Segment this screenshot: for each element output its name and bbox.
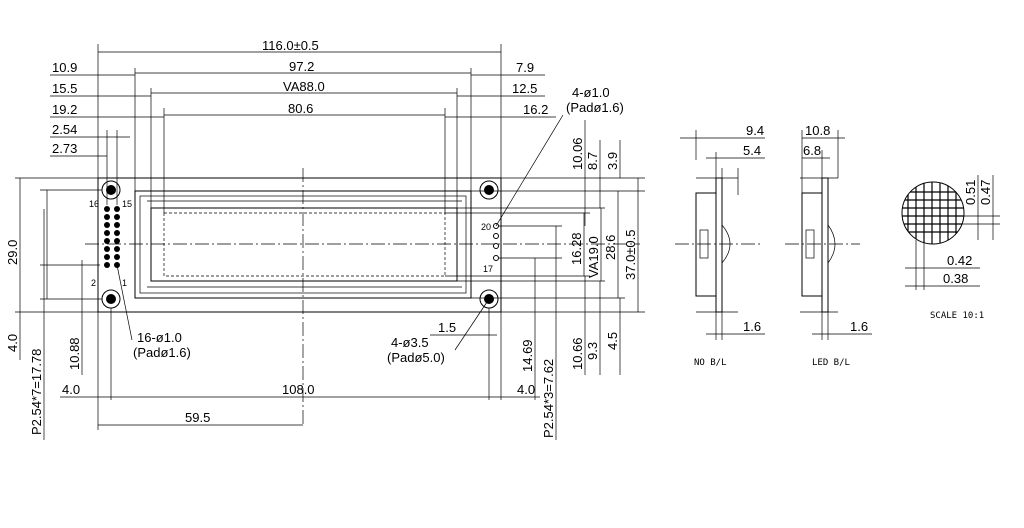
note-mount-pad: (Padø5.0) bbox=[387, 350, 445, 365]
active-area bbox=[163, 212, 446, 277]
pin-2-label: 2 bbox=[91, 278, 96, 288]
dim-top-10-06: 10.06 bbox=[570, 137, 585, 170]
pin-16-label: 16 bbox=[89, 199, 99, 209]
dim-dot-0-42: 0.42 bbox=[947, 253, 972, 268]
side-view-no-backlight: 9.4 5.4 1.6 NO B/L bbox=[675, 123, 765, 368]
dim-overall-width: 116.0±0.5 bbox=[262, 38, 319, 53]
dim-side-9-4: 9.4 bbox=[746, 123, 764, 138]
dim-bot-4-0-left: 4.0 bbox=[62, 382, 80, 397]
pcb-outline bbox=[97, 177, 502, 313]
dim-side-6-8: 6.8 bbox=[803, 143, 821, 158]
dim-left-15-5: 15.5 bbox=[52, 81, 77, 96]
note-pins-count: 16-ø1.0 bbox=[137, 330, 182, 345]
dim-right-7-9: 7.9 bbox=[516, 60, 534, 75]
dim-left-10-9: 10.9 bbox=[52, 60, 77, 75]
note-mount-count: 4-ø3.5 bbox=[391, 335, 429, 350]
dot-detail: 0.51 0.47 0.42 0.38 SCALE 10:1 bbox=[901, 175, 1000, 321]
dim-side-1-6-b: 1.6 bbox=[850, 319, 868, 334]
dim-aa-height: 16.28 bbox=[569, 232, 584, 265]
pad-17-label: 17 bbox=[483, 264, 493, 274]
dim-pitch-17-78: P2.54*7=17.78 bbox=[29, 349, 44, 435]
backlight-pads bbox=[493, 223, 499, 261]
side-view-led-backlight: 10.8 6.8 1.6 LED B/L bbox=[785, 123, 872, 368]
right-vertical-dimensions: 10.06 8.7 3.9 16.28 VA19.0 28.6 37.0±0.5… bbox=[445, 120, 645, 440]
note-pads-small-pad: (Padø1.6) bbox=[566, 100, 624, 115]
dim-hole-span: 108.0 bbox=[282, 382, 315, 397]
dim-height-37: 37.0±0.5 bbox=[623, 229, 638, 280]
dim-right-16-2: 16.2 bbox=[523, 102, 548, 117]
dim-left-2-73: 2.73 bbox=[52, 141, 77, 156]
pin-15-label: 15 bbox=[122, 199, 132, 209]
dim-height-28-6: 28.6 bbox=[603, 235, 618, 260]
dim-bot-10-88: 10.88 bbox=[67, 337, 82, 370]
dim-dot-0-47: 0.47 bbox=[978, 180, 993, 205]
dim-dot-0-51: 0.51 bbox=[963, 180, 978, 205]
pin-header-16 bbox=[104, 206, 120, 268]
dim-bot-9-3: 9.3 bbox=[585, 342, 600, 360]
dot-detail-circle bbox=[901, 181, 965, 245]
dim-top-8-7: 8.7 bbox=[585, 152, 600, 170]
dim-left-19-2: 19.2 bbox=[52, 102, 77, 117]
dim-pitch-2-54: 2.54 bbox=[52, 122, 77, 137]
note-pads-small-count: 4-ø1.0 bbox=[572, 85, 610, 100]
label-no-bl: NO B/L bbox=[694, 358, 727, 368]
dim-bot-4-0-right: 4.0 bbox=[517, 382, 535, 397]
note-pins-pad: (Padø1.6) bbox=[133, 345, 191, 360]
dim-va-height: VA19.0 bbox=[586, 236, 601, 278]
dim-side-10-8: 10.8 bbox=[805, 123, 830, 138]
dim-side-5-4: 5.4 bbox=[743, 143, 761, 158]
dim-bot-14-69: 14.69 bbox=[520, 339, 535, 372]
pad-20-label: 20 bbox=[481, 222, 491, 232]
dim-bot-4-5: 4.5 bbox=[605, 332, 620, 350]
top-dimensions: 116.0±0.5 97.2 VA88.0 80.6 10.9 15.5 19.… bbox=[50, 38, 624, 227]
label-scale: SCALE 10:1 bbox=[930, 311, 984, 321]
dim-top-3-9: 3.9 bbox=[605, 152, 620, 170]
dim-right-12-5: 12.5 bbox=[512, 81, 537, 96]
dim-pitch-7-62: P2.54*3=7.62 bbox=[541, 359, 556, 438]
viewing-area bbox=[150, 207, 458, 282]
dim-1-5: 1.5 bbox=[438, 320, 456, 335]
dim-aa-width: 80.6 bbox=[288, 101, 313, 116]
left-vertical-dimensions: 29.0 4.0 P2.54*7=17.78 10.88 bbox=[5, 177, 102, 440]
dim-va-width: VA88.0 bbox=[283, 79, 325, 94]
pin-1-label: 1 bbox=[122, 278, 127, 288]
dim-side-1-6-a: 1.6 bbox=[743, 319, 761, 334]
dim-outline-width: 97.2 bbox=[289, 59, 314, 74]
dim-half-59-5: 59.5 bbox=[185, 410, 210, 425]
label-led-bl: LED B/L bbox=[812, 358, 850, 368]
dim-bot-10-66: 10.66 bbox=[570, 337, 585, 370]
front-view: 16 15 2 1 20 17 bbox=[85, 168, 640, 425]
dim-dot-0-38: 0.38 bbox=[943, 271, 968, 286]
dim-bot-4-0-vertical: 4.0 bbox=[5, 334, 20, 352]
mounting-holes bbox=[101, 180, 499, 309]
bottom-dimensions: 4.0 108.0 4.0 59.5 1.5 16-ø1.0 (Padø1.6)… bbox=[60, 264, 540, 430]
dim-height-29: 29.0 bbox=[5, 240, 20, 265]
